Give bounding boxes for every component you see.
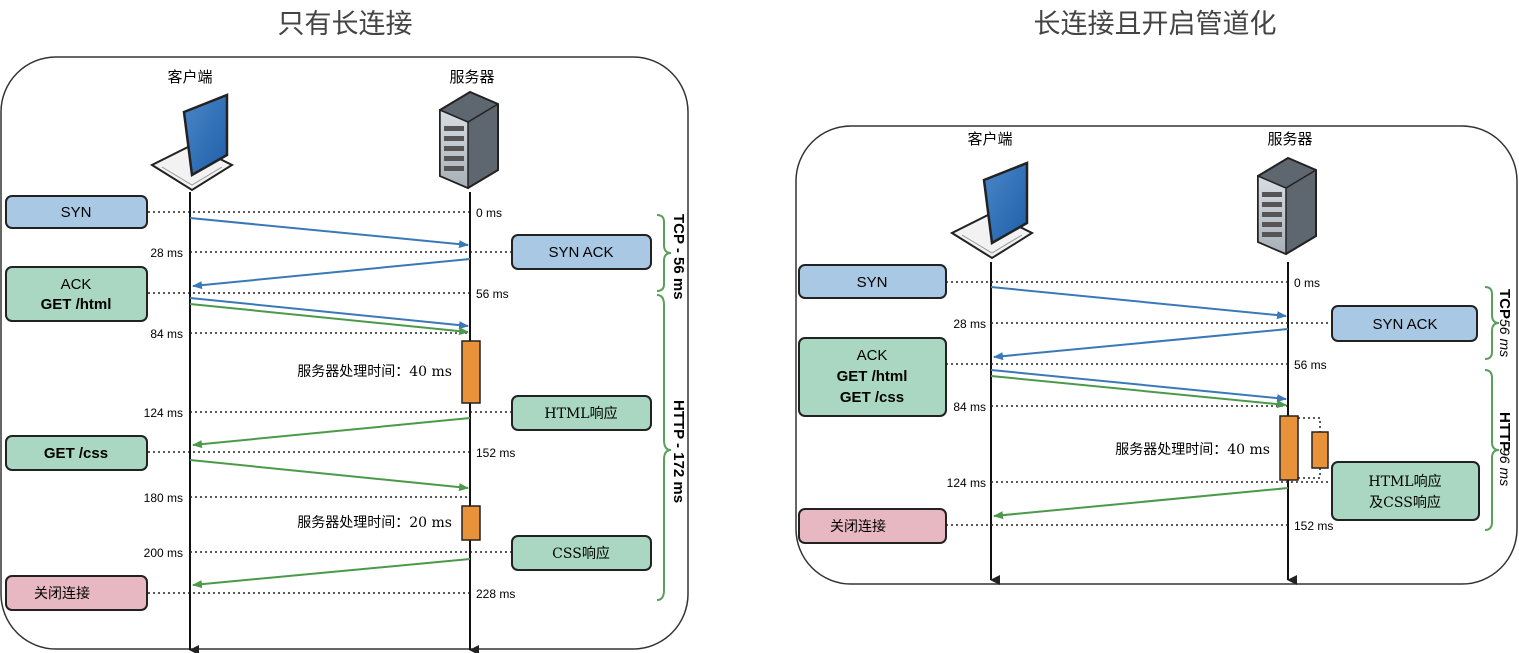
msg-resp2-label: 及CSS响应 [1369, 494, 1441, 511]
msg-get-css-label: GET /css [44, 445, 108, 462]
msg-syn-box [5, 195, 148, 229]
arrow-get-html-css [990, 375, 1287, 409]
msg-ack-label: ACK [857, 347, 888, 364]
processing-label: 服务器处理时间：40 ms [1115, 442, 1270, 458]
right-diagram: 客户端 服务器 0 ms 28 ms 56 ms 84 ms 124 ms 15… [795, 125, 1518, 585]
processing-block [461, 505, 481, 541]
msg-responses-box [1331, 461, 1480, 521]
time-label: 200 ms [144, 546, 183, 560]
time-gridlines [946, 281, 1332, 526]
msg-close-box [798, 508, 947, 544]
msg-ack-box [5, 266, 148, 322]
http-label: HTTP [1496, 412, 1513, 451]
msg-get-html-label: GET /html [837, 368, 908, 385]
arrow-syn [189, 217, 469, 249]
msg-close-label: 关闭连接 [34, 585, 90, 602]
time-label: 228 ms [476, 587, 515, 601]
server-icon [1257, 157, 1317, 255]
time-label: 152 ms [476, 446, 515, 460]
time-label: 28 ms [953, 317, 986, 331]
arrow-synack [993, 328, 1289, 361]
time-label: 180 ms [144, 491, 183, 505]
http-bracket [656, 294, 672, 601]
msg-syn-label: SYN [61, 204, 92, 221]
time-label: 124 ms [144, 406, 183, 420]
left-title: 只有长连接 [277, 9, 413, 40]
http-bracket [1484, 369, 1500, 531]
processing-label: 服务器处理时间：20 ms [297, 515, 452, 531]
time-gridlines [148, 211, 512, 594]
arrow-ack [990, 369, 1287, 403]
msg-ack-box [798, 337, 947, 417]
arrow-get-css [189, 459, 469, 492]
msg-get-html-label: GET /html [41, 296, 112, 313]
msg-get-css-label: GET /css [840, 389, 904, 406]
tcp-duration-label: 56 ms [1497, 319, 1513, 357]
msg-close-label: 关闭连接 [830, 518, 886, 535]
left-frame [0, 56, 689, 650]
time-label: 84 ms [953, 400, 986, 414]
arrow-html-resp [192, 417, 471, 449]
arrow-synack [192, 258, 471, 290]
time-label: 56 ms [476, 287, 509, 301]
msg-synack-label: SYN ACK [548, 244, 613, 261]
msg-synack-box [1331, 305, 1478, 342]
arrow-get-html [189, 303, 469, 336]
msg-syn-box [798, 264, 947, 299]
arrow-responses [993, 487, 1289, 520]
time-label: 28 ms [150, 246, 183, 260]
time-label: 84 ms [150, 327, 183, 341]
arrow-css-resp [192, 558, 471, 589]
processing-block [1311, 431, 1329, 469]
left-client-label: 客户端 [167, 68, 212, 86]
msg-html-resp-label: HTML响应 [544, 405, 617, 422]
processing-block [461, 340, 481, 404]
msg-get-css-box [5, 435, 148, 471]
processing-label: 服务器处理时间：40 ms [297, 364, 452, 380]
left-server-label: 服务器 [449, 68, 494, 86]
pipeline-connector [1298, 417, 1321, 479]
arrow-syn [990, 286, 1287, 320]
tcp-bracket [656, 214, 672, 292]
tcp-bracket [1484, 286, 1500, 360]
right-server-label: 服务器 [1267, 130, 1312, 148]
msg-close-box [5, 575, 148, 611]
right-title: 长连接且开启管道化 [1033, 9, 1277, 40]
time-label: 0 ms [1294, 276, 1320, 290]
http-duration-label: HTTP - 172 ms [670, 400, 687, 503]
time-label: 124 ms [947, 476, 986, 490]
msg-synack-label: SYN ACK [1372, 316, 1437, 333]
msg-css-resp-box [511, 535, 652, 571]
time-label: 152 ms [1294, 519, 1333, 533]
msg-ack-label: ACK [61, 276, 92, 293]
time-label: 56 ms [1294, 358, 1327, 372]
tcp-label: TCP [1496, 289, 1513, 319]
http-duration-label: 96 ms [1497, 448, 1513, 486]
msg-html-resp-box [511, 395, 652, 431]
msg-synack-box [511, 234, 652, 270]
tcp-duration-label: TCP - 56 ms [670, 214, 687, 300]
msg-syn-label: SYN [857, 274, 888, 291]
time-label: 0 ms [476, 206, 502, 220]
msg-resp1-label: HTML响应 [1368, 473, 1441, 490]
processing-block [1279, 415, 1299, 481]
arrow-ack [189, 297, 469, 330]
right-client-label: 客户端 [967, 130, 1012, 148]
left-diagram: 客户端 服务器 0 ms 28 ms 56 ms 84 ms 124 ms 15… [0, 56, 689, 653]
server-icon [439, 91, 499, 189]
msg-css-resp-label: CSS响应 [552, 545, 610, 562]
